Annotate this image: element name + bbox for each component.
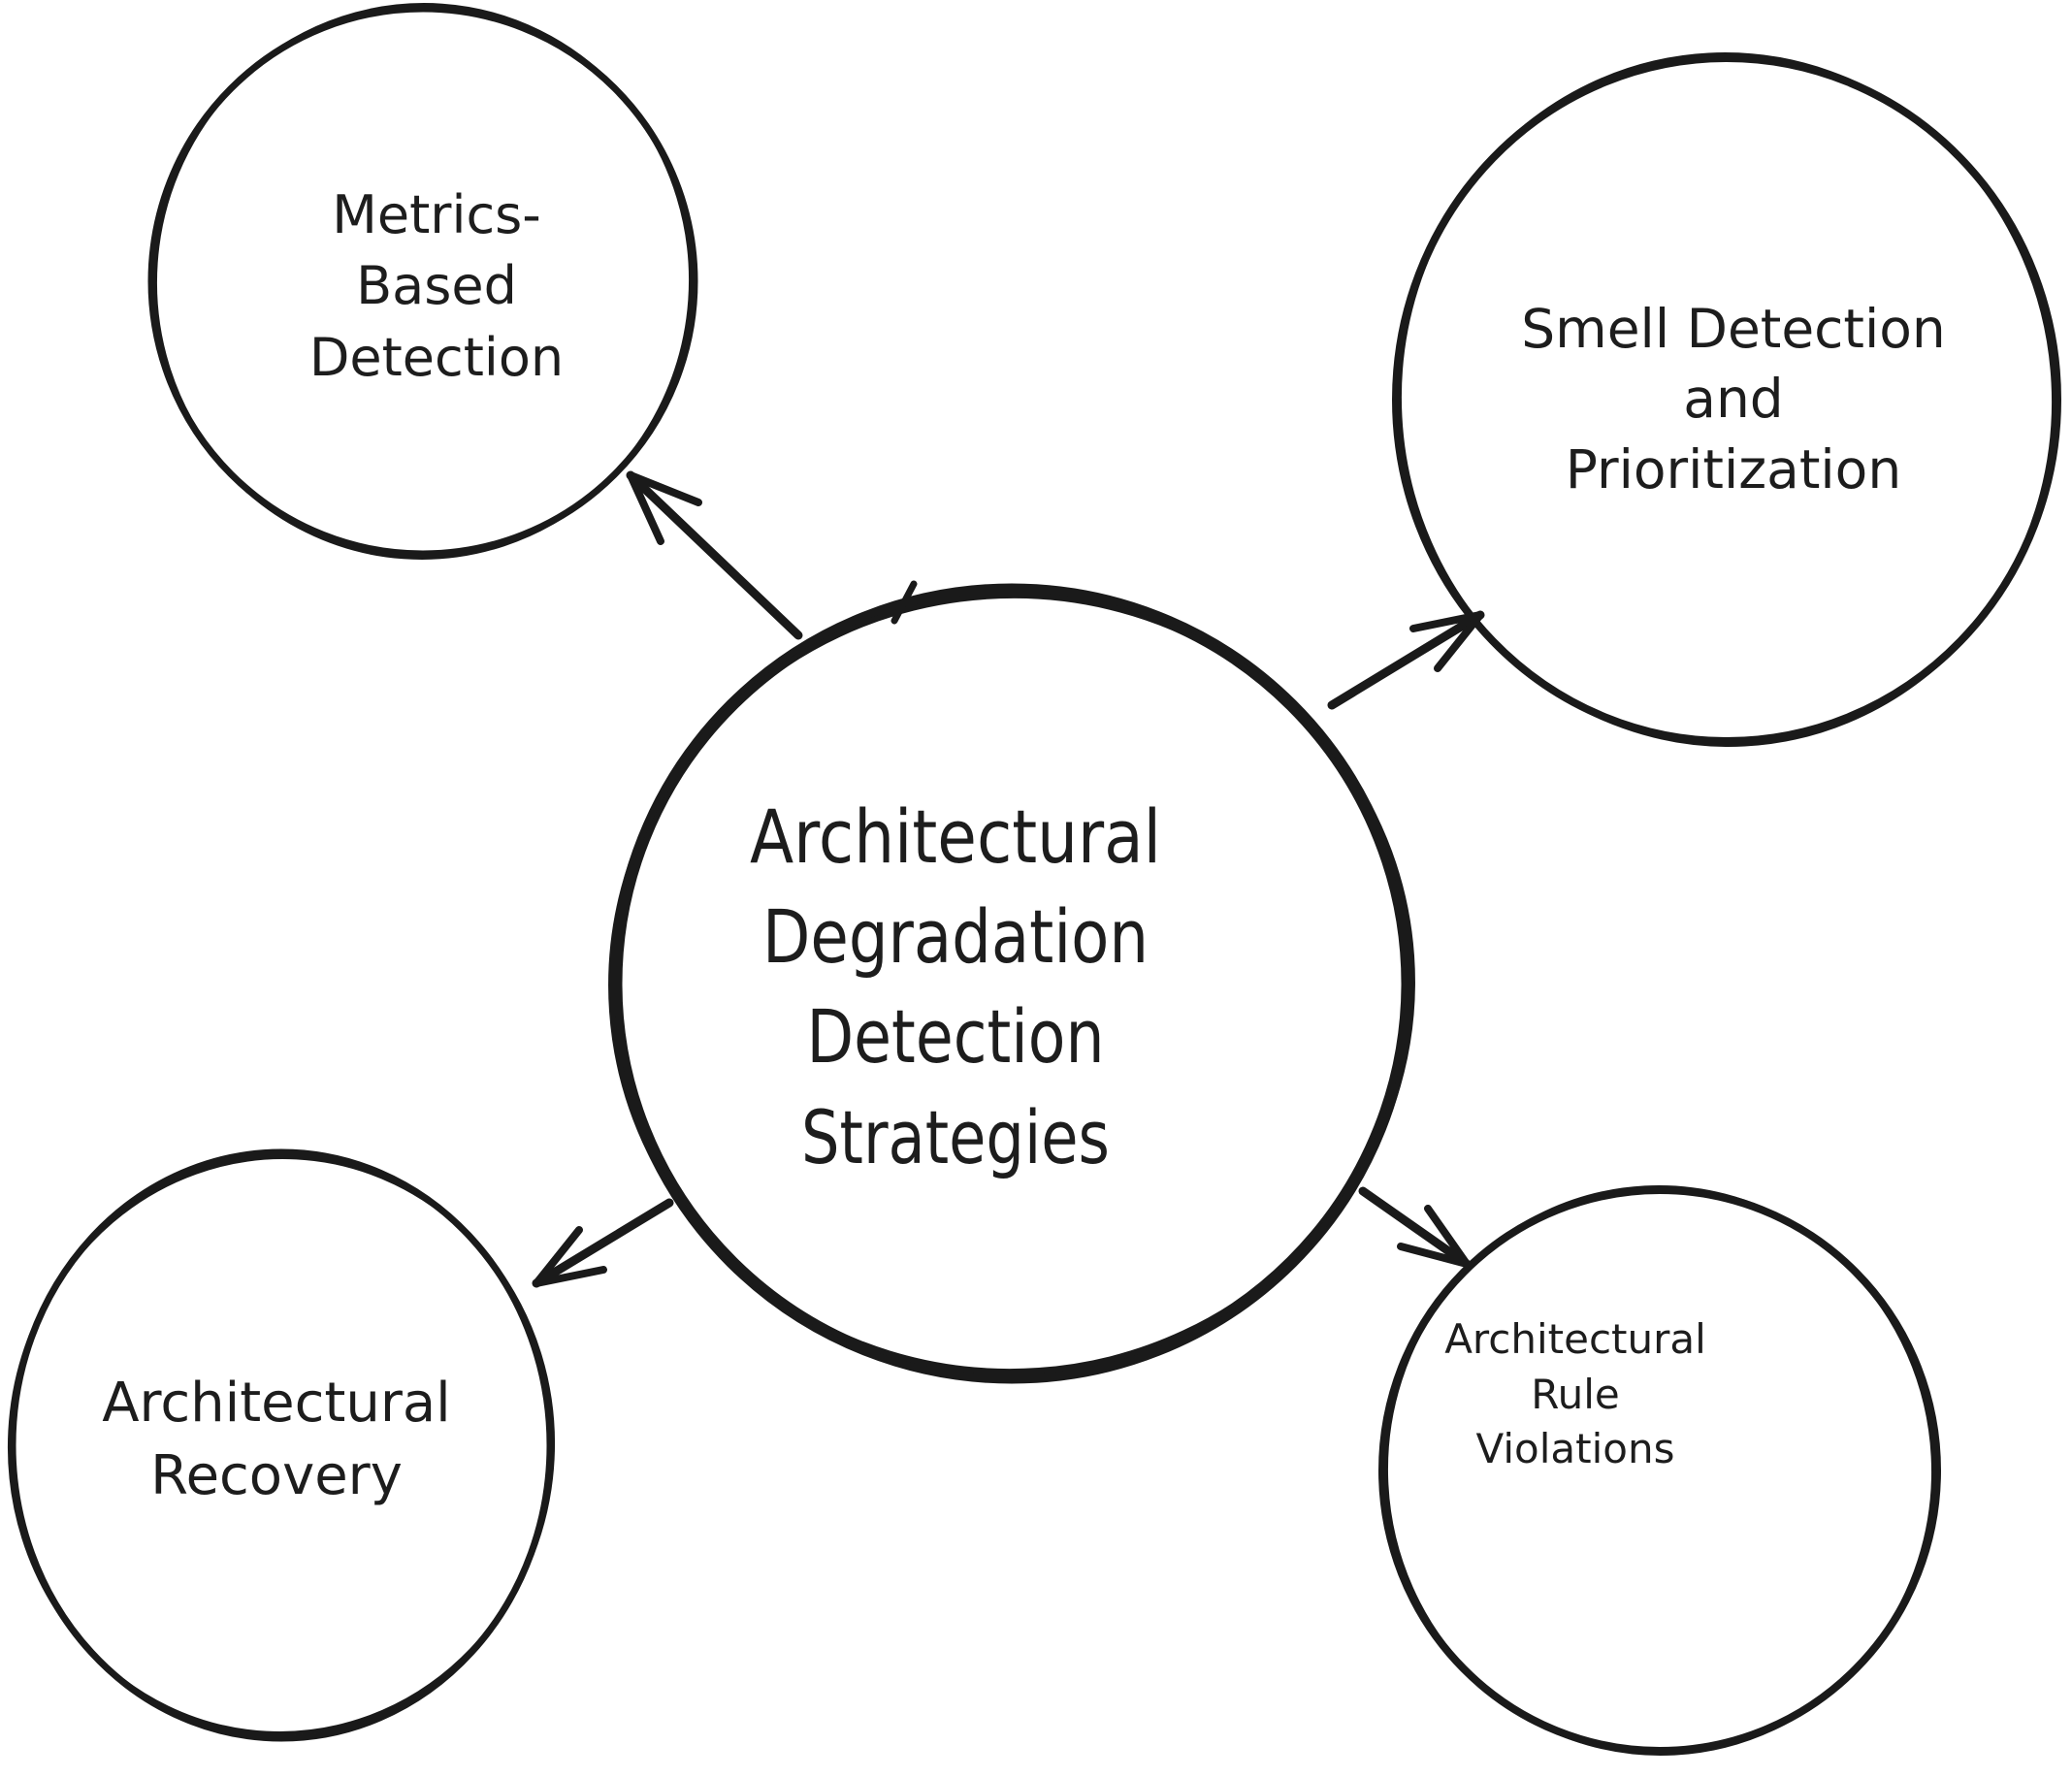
metrics-node-label: Metrics- Based Detection [309,184,564,388]
arrowhead-down-right-icon [1397,1205,1471,1268]
rules-label-line-2: Rule [1531,1371,1619,1418]
smell-circle [1392,54,2061,745]
smell-label-line-1: Smell Detection [1521,298,1946,360]
edge-shaft [626,470,803,640]
rules-node-label: Architectural Rule Violations [1444,1315,1706,1472]
node-center [608,580,1415,1384]
recovery-node-label: Architectural Recovery [102,1372,451,1507]
edge-shaft [532,1198,674,1288]
edge-center-to-metrics [626,470,803,640]
rules-circle-sketch-stroke [1383,1185,1936,1756]
rules-label-line-1: Architectural [1444,1315,1706,1363]
edge-center-to-smell [1327,610,1485,710]
smell-node-label: Smell Detection and Prioritization [1521,298,1946,501]
node-labels: Architectural Degradation Detection Stra… [102,184,1946,1507]
edge-center-to-recovery [532,1198,674,1288]
center-node-label: Architectural Degradation Detection Stra… [750,793,1161,1180]
node-architectural-recovery [7,1148,556,1742]
arrowhead-up-left-icon [627,471,702,545]
center-label-line-4: Strategies [801,1094,1110,1180]
edge-center-to-rules [1358,1186,1472,1269]
center-label-line-3: Detection [807,993,1105,1080]
metrics-circle-sketch-stroke [152,3,694,560]
center-circle-sketch-stroke [608,592,1415,1375]
metrics-label-line-2: Based [356,255,517,316]
metrics-label-line-1: Metrics- [332,184,541,245]
metrics-circle [147,5,698,558]
edge-shaft [1327,610,1485,710]
center-circle [609,583,1414,1384]
center-label-line-1: Architectural [750,793,1161,880]
smell-circle-sketch-stroke [1397,52,2056,747]
recovery-circle-sketch-stroke [7,1155,556,1735]
rules-circle [1378,1186,1941,1755]
center-label-line-2: Degradation [762,893,1149,980]
metrics-label-line-3: Detection [309,327,564,388]
recovery-label-line-1: Architectural [102,1372,451,1435]
edge-shaft [1358,1186,1472,1269]
rules-label-line-3: Violations [1476,1425,1675,1472]
node-smell-detection [1392,52,2061,747]
recovery-label-line-2: Recovery [150,1444,403,1507]
arrowhead-down-left-icon [533,1226,607,1287]
node-rule-violations [1378,1185,1941,1756]
node-metrics-based-detection [147,3,698,560]
arrowhead-up-right-icon [1409,611,1484,672]
smell-label-line-3: Prioritization [1566,438,1901,501]
center-circle-pen-tick [890,580,918,625]
smell-label-line-2: and [1683,368,1783,430]
recovery-circle [9,1148,554,1742]
